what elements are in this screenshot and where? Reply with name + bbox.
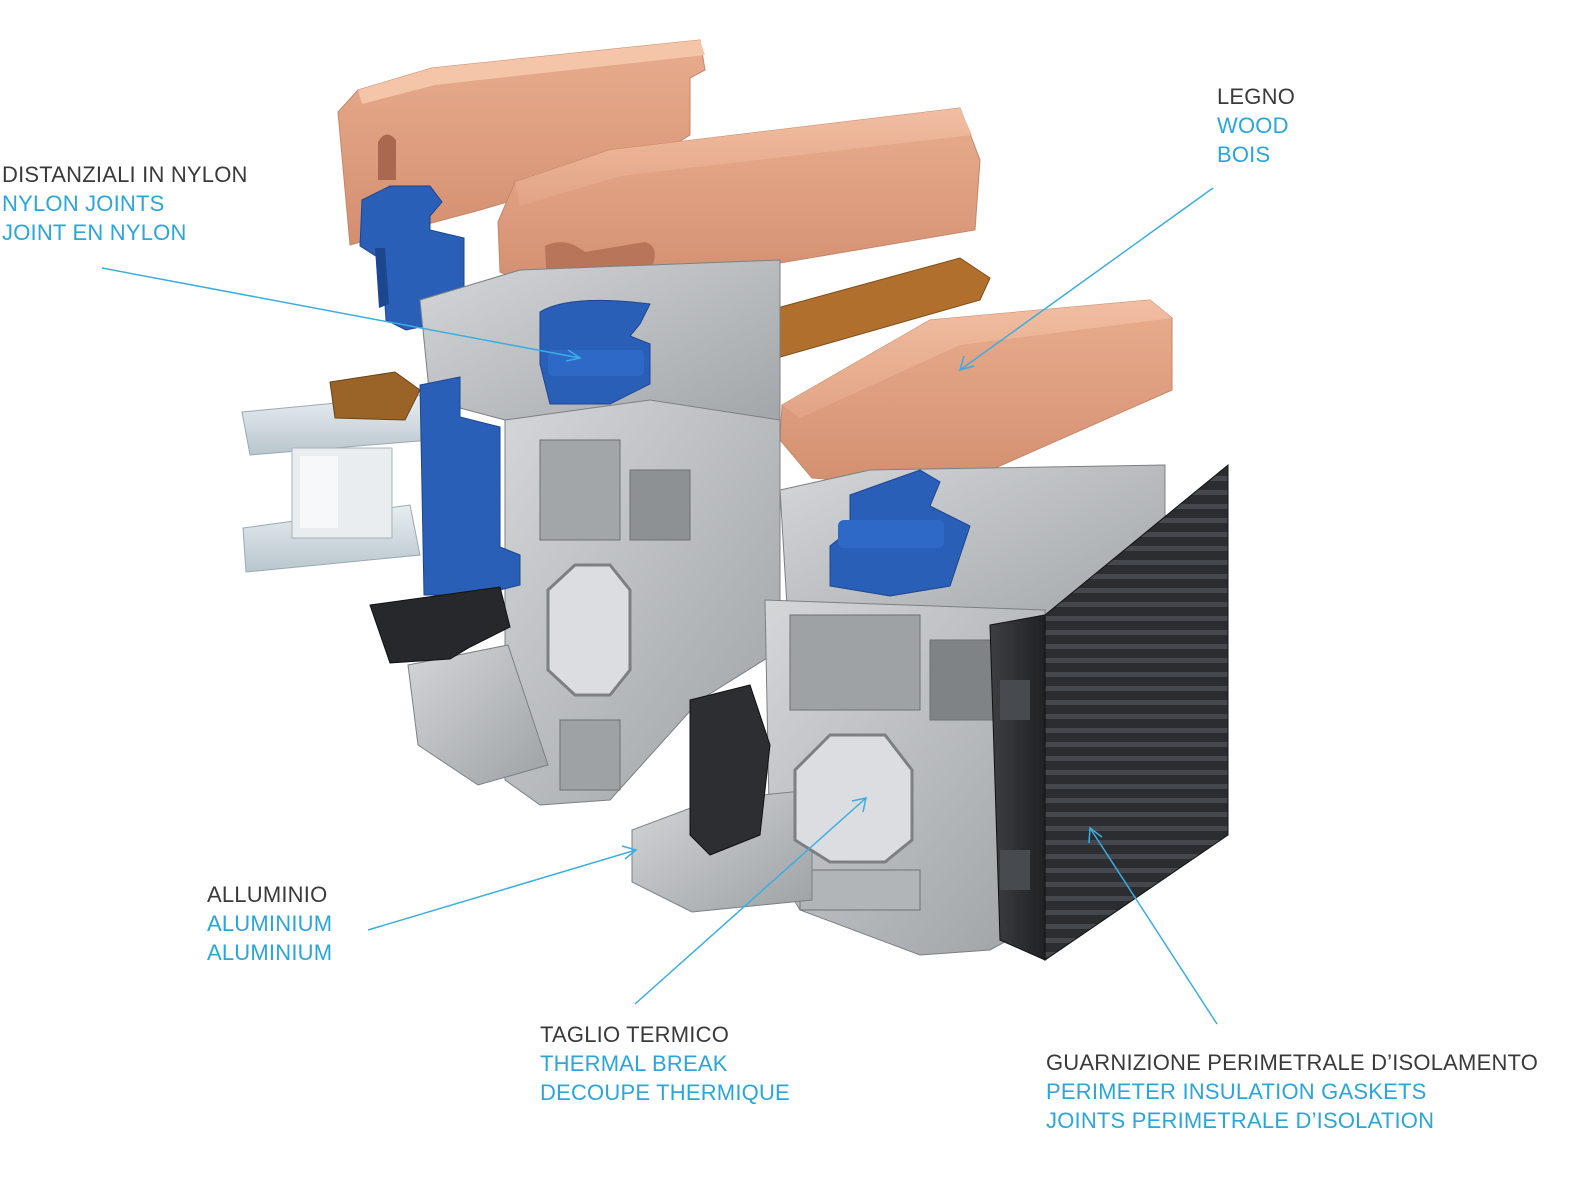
label-spacers-en: NYLON JOINTS [2,191,165,216]
arrow-gaskets [1088,826,1103,844]
label-wood-fr: BOIS [1217,142,1271,167]
label-thermal-en: THERMAL BREAK [540,1051,728,1076]
glass-pane [241,394,431,573]
leader-line-aluminium [367,849,637,931]
label-gaskets-it: GUARNIZIONE PERIMETRALE D’ISOLAMENTO [1046,1050,1539,1075]
thermal-break-front [793,733,914,864]
arrow-wood [958,355,975,372]
gasket-perimeter [989,463,1229,961]
label-gaskets-fr: JOINTS PERIMETRALE D’ISOLATION [1046,1108,1435,1133]
label-spacers-fr: JOINT EN NYLON [2,220,187,245]
label-wood-it: LEGNO [1217,84,1296,109]
label-aluminium-fr: ALUMINIUM [207,940,333,965]
wood-sash-middle [497,107,981,291]
label-nylon-spacers: DISTANZIALI IN NYLON NYLON JOINTS JOINT … [2,160,248,247]
label-thermal-break: TAGLIO TERMICO THERMAL BREAK DECOUPE THE… [540,1020,790,1107]
nylon-spacer-middle [539,299,651,405]
leader-line-wood [959,187,1214,371]
gasket-middle [689,684,771,856]
label-aluminium: ALLUMINIO ALUMINIUM ALUMINIUM [207,880,332,967]
arrow-aluminium [621,845,638,860]
label-gaskets-en: PERIMETER INSULATION GASKETS [1046,1079,1427,1104]
label-wood: LEGNO WOOD BOIS [1217,82,1295,169]
leader-line-gaskets [1089,827,1218,1025]
label-perimeter-gaskets: GUARNIZIONE PERIMETRALE D’ISOLAMENTO PER… [1046,1048,1538,1135]
label-wood-en: WOOD [1217,113,1289,138]
label-spacers-it: DISTANZIALI IN NYLON [2,162,248,187]
leader-line-spacers [101,267,581,359]
arrow-thermal [851,797,867,813]
leader-lines [101,187,1218,1025]
nylon-spacer-left [359,185,465,331]
gasket-left [369,586,511,664]
arrow-spacers [565,349,582,362]
label-thermal-fr: DECOUPE THERMIQUE [540,1080,790,1105]
label-thermal-it: TAGLIO TERMICO [540,1022,730,1047]
thermal-break-left [546,563,632,697]
label-aluminium-en: ALUMINIUM [207,911,333,936]
wood-sash-front [779,299,1173,489]
label-aluminium-it: ALLUMINIO [207,882,328,907]
leader-line-thermal [634,797,867,1005]
nylon-spacer-front [829,469,971,597]
